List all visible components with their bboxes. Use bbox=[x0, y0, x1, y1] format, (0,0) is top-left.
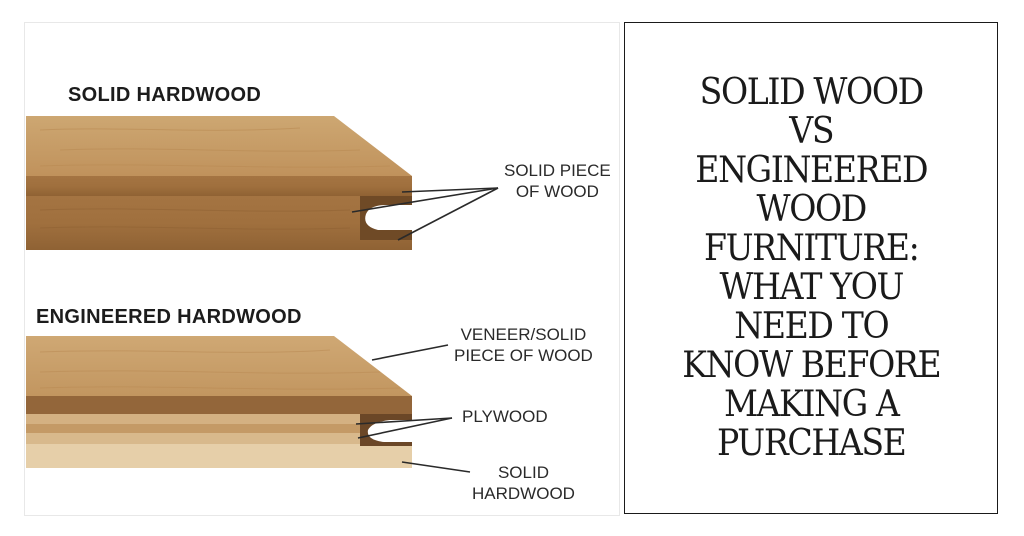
engineered-veneer-face bbox=[26, 396, 412, 414]
engineered-groove bbox=[360, 414, 412, 446]
leader-plywood-2 bbox=[357, 417, 453, 439]
headline-line: WHAT YOU bbox=[719, 267, 904, 308]
headline-line: MAKING A bbox=[723, 384, 900, 425]
headline-line: PURCHASE bbox=[716, 423, 907, 464]
solid-board-upper-face bbox=[26, 176, 412, 196]
engineered-hardwood-board bbox=[26, 336, 412, 468]
callout-veneer-line2: PIECE OF WOOD bbox=[454, 346, 593, 365]
leader-veneer bbox=[371, 344, 449, 361]
callout-veneer: VENEER/SOLID PIECE OF WOOD bbox=[454, 324, 593, 366]
callout-solid-piece-line1: SOLID PIECE bbox=[504, 161, 611, 180]
callout-solid-piece: SOLID PIECE OF WOOD bbox=[504, 160, 611, 202]
headline-line: SOLID WOOD bbox=[699, 72, 923, 113]
solid-board-top-surface bbox=[26, 116, 412, 176]
callout-solid-piece-line2: OF WOOD bbox=[515, 182, 599, 201]
solid-board-grain bbox=[39, 127, 391, 168]
headline-line: KNOW BEFORE bbox=[681, 345, 941, 386]
plywood-layer-2 bbox=[26, 424, 360, 433]
callout-base-line2: HARDWOOD bbox=[472, 484, 575, 503]
solid-hardwood-title: SOLID HARDWOOD bbox=[68, 84, 262, 106]
solid-board-lower-face bbox=[26, 196, 412, 250]
leader-solid-1 bbox=[401, 187, 499, 193]
headline-line: ENGINEERED bbox=[695, 150, 928, 191]
leader-solid-3 bbox=[397, 187, 499, 241]
leader-lines bbox=[351, 187, 499, 473]
solid-hardwood-board bbox=[26, 116, 412, 250]
callout-veneer-line1: VENEER/SOLID bbox=[460, 325, 587, 344]
plywood-layer-1 bbox=[26, 414, 360, 424]
callout-base-line1: SOLID bbox=[497, 463, 549, 482]
headline-box: SOLID WOOD VS ENGINEERED WOOD FURNITURE:… bbox=[624, 22, 998, 514]
leader-base bbox=[401, 461, 471, 473]
headline-line: VS bbox=[789, 111, 834, 152]
callout-base: SOLID HARDWOOD bbox=[472, 462, 575, 504]
engineered-base-layer bbox=[26, 444, 412, 468]
headline-line: FURNITURE: bbox=[703, 228, 920, 269]
engineered-hardwood-title: ENGINEERED HARDWOOD bbox=[36, 306, 302, 328]
leader-plywood-1 bbox=[355, 417, 453, 425]
leader-solid-2 bbox=[351, 187, 499, 213]
headline: SOLID WOOD VS ENGINEERED WOOD FURNITURE:… bbox=[681, 72, 941, 464]
solid-board-groove bbox=[360, 196, 412, 240]
plywood-layer-3 bbox=[26, 433, 360, 444]
headline-line: NEED TO bbox=[733, 306, 889, 347]
headline-line: WOOD bbox=[756, 189, 867, 230]
engineered-grain bbox=[39, 349, 401, 390]
solid-face-grain bbox=[39, 208, 351, 230]
callout-plywood: PLYWOOD bbox=[462, 407, 548, 426]
